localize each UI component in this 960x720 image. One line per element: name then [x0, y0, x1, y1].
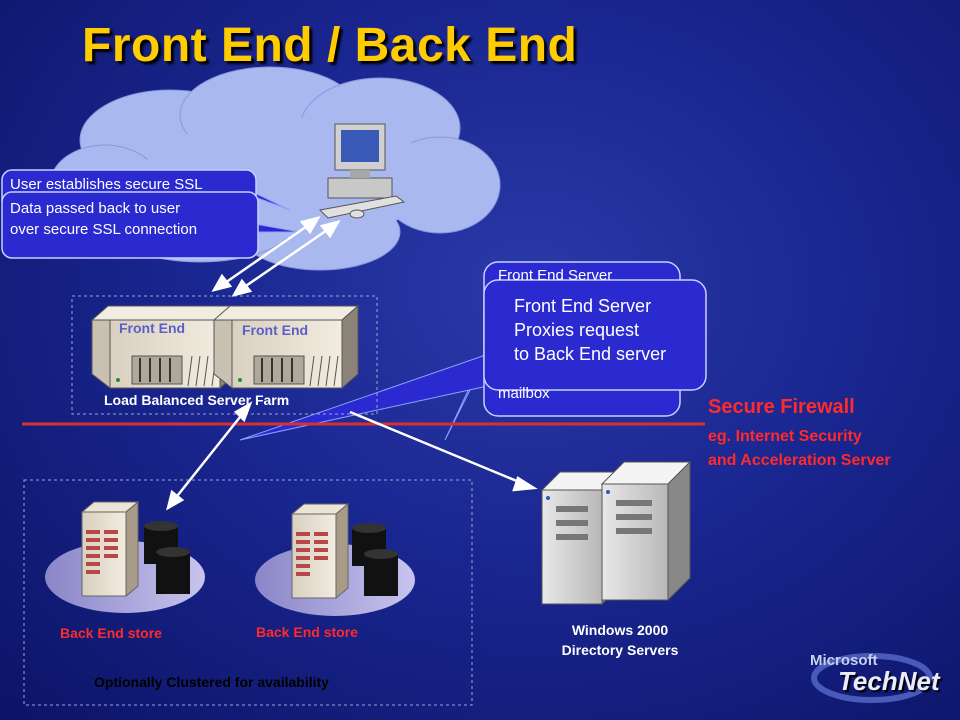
firewall-line-2: and Acceleration Server	[708, 452, 891, 469]
directory-label-line-2: Directory Servers	[561, 642, 679, 658]
directory-server-icon-2	[600, 460, 692, 602]
firewall-title: Secure Firewall	[708, 396, 855, 418]
callout-fe-proxy: Front End Server Proxies request to Back…	[514, 296, 667, 364]
cluster-box	[23, 479, 473, 706]
logo-brand: Microsoft	[810, 652, 878, 669]
client-computer-icon	[318, 123, 406, 219]
server-farm-label: Load Balanced Server Farm	[104, 392, 290, 408]
slide-title: Front End / Back End	[82, 19, 578, 72]
front-end-label-2: Front End	[242, 322, 309, 338]
back-end-store-label-2: Back End store	[256, 624, 358, 640]
callout-fe-auth-mailbox: mailbox	[498, 385, 550, 402]
directory-label-line-1: Windows 2000	[571, 622, 669, 638]
front-end-server-icon-2	[212, 304, 360, 390]
logo-swoosh	[811, 653, 933, 703]
callout-fe-auth-title: Front End Server	[498, 268, 613, 280]
callout-ssl-establish: User establishes secure SSL	[10, 176, 203, 192]
cluster-label: Optionally Clustered for availability	[94, 674, 329, 690]
server-farm-box	[71, 295, 378, 415]
front-end-server-icon-1	[90, 304, 238, 390]
back-end-store-icon-2	[255, 502, 415, 616]
back-end-store-icon-1	[45, 500, 205, 613]
logo-product: TechNet	[838, 666, 940, 696]
back-end-store-label-1: Back End store	[60, 625, 162, 641]
front-end-label-1: Front End	[119, 320, 186, 336]
callout-boxes	[1, 169, 707, 417]
firewall-line-1: eg. Internet Security	[708, 428, 862, 445]
callout-data-back: Data passed back to user over secure SSL…	[10, 200, 198, 238]
connection-arrows	[166, 216, 538, 511]
